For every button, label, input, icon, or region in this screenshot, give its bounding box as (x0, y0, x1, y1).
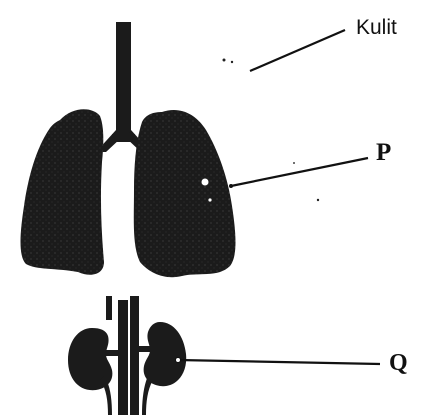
right-lung-icon (134, 110, 236, 277)
kulit-pointer-line (250, 30, 345, 71)
kidneys-icon (68, 296, 186, 415)
label-kulit: Kulit (356, 17, 397, 38)
q-pointer-line (178, 360, 380, 364)
speck-icon (317, 199, 319, 201)
label-p: P (376, 140, 391, 165)
lung-spot-icon (202, 179, 209, 186)
label-q: Q (389, 351, 408, 375)
left-lung-icon (21, 109, 105, 274)
p-pointer-line (231, 158, 368, 186)
speck-icon (293, 162, 295, 164)
speck-icon (223, 59, 226, 62)
q-pointer-dot (176, 358, 181, 363)
speck-icon (231, 61, 233, 63)
lung-spot-icon (208, 198, 211, 201)
p-pointer-dot (229, 184, 233, 188)
